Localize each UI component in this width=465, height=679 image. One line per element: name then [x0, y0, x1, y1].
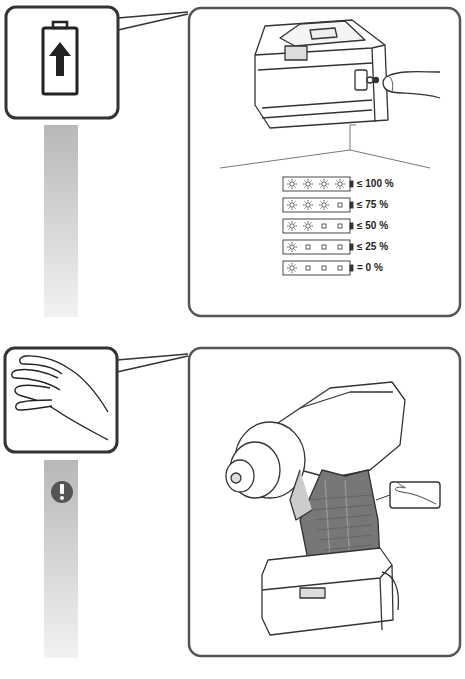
charge-level: ≤ 25 %	[357, 241, 388, 253]
charge-level: ≤ 50 %	[357, 220, 388, 232]
charge-level: = 0 %	[357, 262, 383, 274]
charge-level: ≤ 75 %	[357, 199, 388, 211]
charge-level: ≤ 100 %	[357, 178, 394, 190]
